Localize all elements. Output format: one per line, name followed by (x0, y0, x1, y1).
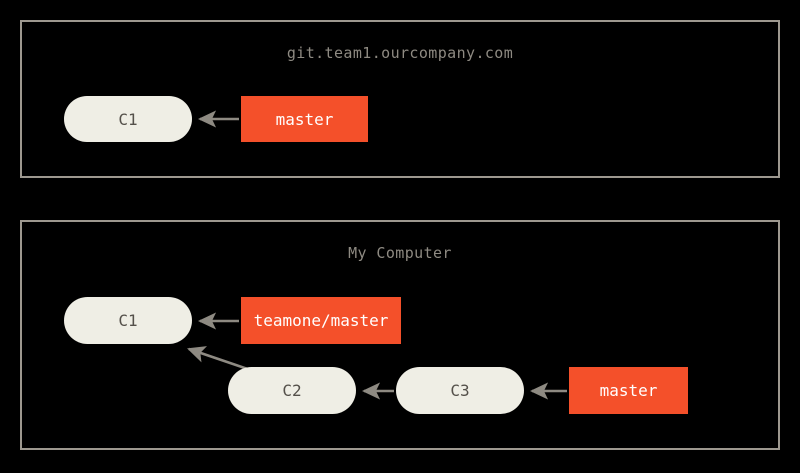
commit-node-c1-remote[interactable]: C1 (64, 96, 192, 142)
ref-label: master (275, 109, 334, 129)
remote-panel-title: git.team1.ourcompany.com (286, 44, 514, 62)
ref-label: master (599, 381, 658, 400)
ref-label: teamone/master (253, 311, 389, 330)
commit-node-c3-local[interactable]: C3 (396, 367, 524, 414)
commit-label: C1 (118, 311, 138, 330)
ref-box-master-remote[interactable]: master (241, 96, 368, 142)
local-panel-title: My Computer (348, 244, 452, 262)
commit-node-c2-local[interactable]: C2 (228, 367, 356, 414)
ref-box-teamone-master-local[interactable]: teamone/master (241, 297, 401, 344)
commit-label: C1 (118, 109, 138, 129)
remote-repository-panel: git.team1.ourcompany.com (20, 20, 780, 178)
commit-label: C2 (282, 381, 302, 400)
ref-box-master-local[interactable]: master (569, 367, 688, 414)
local-repository-panel: My Computer (20, 220, 780, 450)
commit-label: C3 (450, 381, 470, 400)
commit-node-c1-local[interactable]: C1 (64, 297, 192, 344)
